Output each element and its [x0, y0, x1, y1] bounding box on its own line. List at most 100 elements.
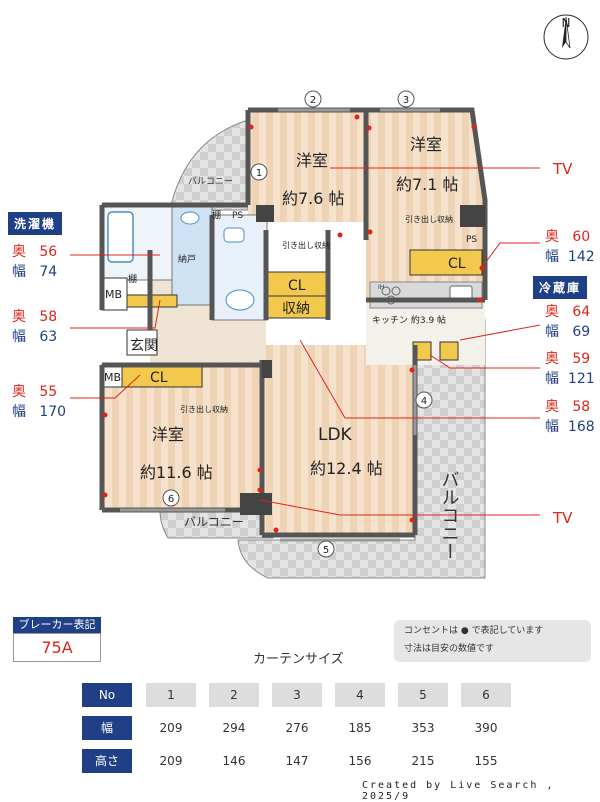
curtain-height-2: 146	[222, 754, 246, 768]
curtain-number-2: 2	[209, 683, 259, 707]
window-number-6: 6	[168, 494, 174, 505]
curtain-width-2: 294	[222, 721, 246, 735]
legend-note: コンセントは ● で表記しています 寸法は目安の数値です	[394, 620, 591, 662]
ldk-size: 約12.4 帖	[310, 459, 383, 478]
curtain-width-6: 390	[474, 721, 498, 735]
washing-machine-title: 洗濯機	[8, 212, 63, 235]
balcony-right-area	[237, 319, 486, 579]
breaker-value: 75A	[13, 633, 101, 662]
note-line-2: 寸法は目安の数値です	[404, 644, 495, 654]
dim-3-width: 幅 142	[545, 249, 595, 265]
shelf-label-2: 棚	[128, 273, 137, 285]
curtain-height-1: 209	[159, 754, 183, 768]
window-number-4: 4	[421, 396, 427, 407]
sink-1	[180, 211, 200, 225]
drawer-storage-label-2: 引き出し収納	[405, 214, 453, 224]
refrigerator-depth: 奥 64	[545, 304, 591, 320]
western-room-2-size: 約7.1 帖	[396, 175, 459, 194]
mb-label-1: MB	[105, 288, 122, 301]
western-room-2-name: 洋室	[410, 135, 442, 154]
western-room-3-size: 約11.6 帖	[140, 463, 213, 482]
balcony-top-label: バルコニー	[188, 176, 233, 187]
window-number-1: 1	[256, 168, 262, 179]
curtain-height-6: 155	[474, 754, 498, 768]
cl-label-3: CL	[150, 370, 168, 386]
dim-3-depth: 奥 60	[545, 229, 591, 245]
compass: N	[543, 14, 589, 60]
western-room-1-name: 洋室	[296, 151, 328, 170]
compass-north-label: N	[562, 16, 571, 30]
dimension-leaders	[70, 242, 541, 419]
curtain-header-no: No	[82, 683, 132, 707]
drawer-storage-label-1: 引き出し収納	[282, 240, 330, 250]
window-number-5: 5	[323, 545, 329, 556]
fridge-space	[439, 341, 459, 361]
sink-2	[223, 227, 245, 243]
ps-label-2: PS	[466, 235, 477, 245]
breaker-label: ブレーカー表記	[13, 617, 101, 633]
toilet	[225, 289, 255, 311]
note-line-1: コンセントは ● で表記しています	[404, 626, 544, 636]
curtain-width-4: 185	[348, 721, 372, 735]
bathtub	[107, 211, 134, 263]
curtain-height-4: 156	[348, 754, 372, 768]
nando-label: 納戸	[178, 253, 196, 265]
curtain-number-3: 3	[272, 683, 322, 707]
kitchen-label: キッチン 約3.9 帖	[372, 314, 446, 326]
refrigerator-title: 冷蔵庫	[533, 276, 588, 299]
balcony-top-area	[169, 119, 249, 211]
ps-label-1: PS	[232, 211, 243, 221]
entrance-label: 玄関	[130, 337, 158, 354]
curtain-size-title: カーテンサイズ	[253, 652, 344, 667]
tv-leader-2	[259, 499, 540, 516]
dim-4-depth: 奥 59	[545, 351, 591, 367]
cl-2-box	[409, 249, 483, 276]
curtain-width-1: 209	[159, 721, 183, 735]
western-room-3-name: 洋室	[152, 425, 184, 444]
curtain-number-1: 1	[146, 683, 196, 707]
curtain-number-4: 4	[335, 683, 385, 707]
pillar-2	[460, 205, 485, 227]
washing-machine-depth: 奥 56	[12, 244, 58, 260]
curtain-header-width: 幅	[82, 716, 132, 740]
balcony-bottom-area	[159, 509, 274, 539]
window-number-2: 2	[310, 95, 316, 106]
dim-1-width: 幅 63	[12, 329, 58, 345]
western-room-1-floor	[248, 110, 366, 222]
window-number-markers: 1 2 3 4 5 6	[162, 90, 433, 558]
window-number-3: 3	[403, 95, 409, 106]
curtain-number-6: 6	[461, 683, 511, 707]
entrance-box	[126, 329, 158, 356]
dim-5-depth: 奥 58	[545, 399, 591, 415]
credit-text: Created by Live Search , 2025/9	[362, 780, 555, 802]
western-room-3-floor	[102, 365, 262, 510]
cl-label-1: CL	[288, 278, 306, 294]
ldk-name: LDK	[318, 425, 353, 445]
tv-label-1: TV	[552, 160, 573, 178]
curtain-width-5: 353	[411, 721, 435, 735]
western-room-1-size: 約7.6 帖	[282, 189, 345, 208]
shelf-label-1: 棚	[212, 209, 221, 221]
storage-label: 収納	[282, 301, 310, 317]
pillar-1	[256, 205, 274, 222]
ih-label: IH	[378, 284, 384, 291]
ldk-floor	[262, 345, 415, 535]
floor-plan: N IH	[70, 14, 589, 579]
washing-machine-width: 幅 74	[12, 264, 58, 280]
dim-5-width: 幅 168	[545, 419, 595, 435]
dim-1-depth: 奥 58	[12, 309, 58, 325]
dim-2-depth: 奥 55	[12, 384, 58, 400]
pillar-3	[240, 493, 272, 515]
cl-label-2: CL	[448, 256, 466, 272]
dim-4-width: 幅 121	[545, 371, 595, 387]
curtain-height-5: 215	[411, 754, 435, 768]
windows	[120, 108, 440, 542]
refrigerator-width: 幅 69	[545, 324, 591, 340]
mb-label-2: MB	[104, 371, 121, 384]
curtain-header-height: 高さ	[82, 749, 132, 773]
drawer-storage-label-3: 引き出し収納	[180, 404, 228, 414]
dim-2-width: 幅 170	[12, 404, 67, 420]
curtain-height-3: 147	[285, 754, 309, 768]
balcony-bottom-label: バルコニー	[184, 515, 244, 529]
curtain-width-3: 276	[285, 721, 309, 735]
